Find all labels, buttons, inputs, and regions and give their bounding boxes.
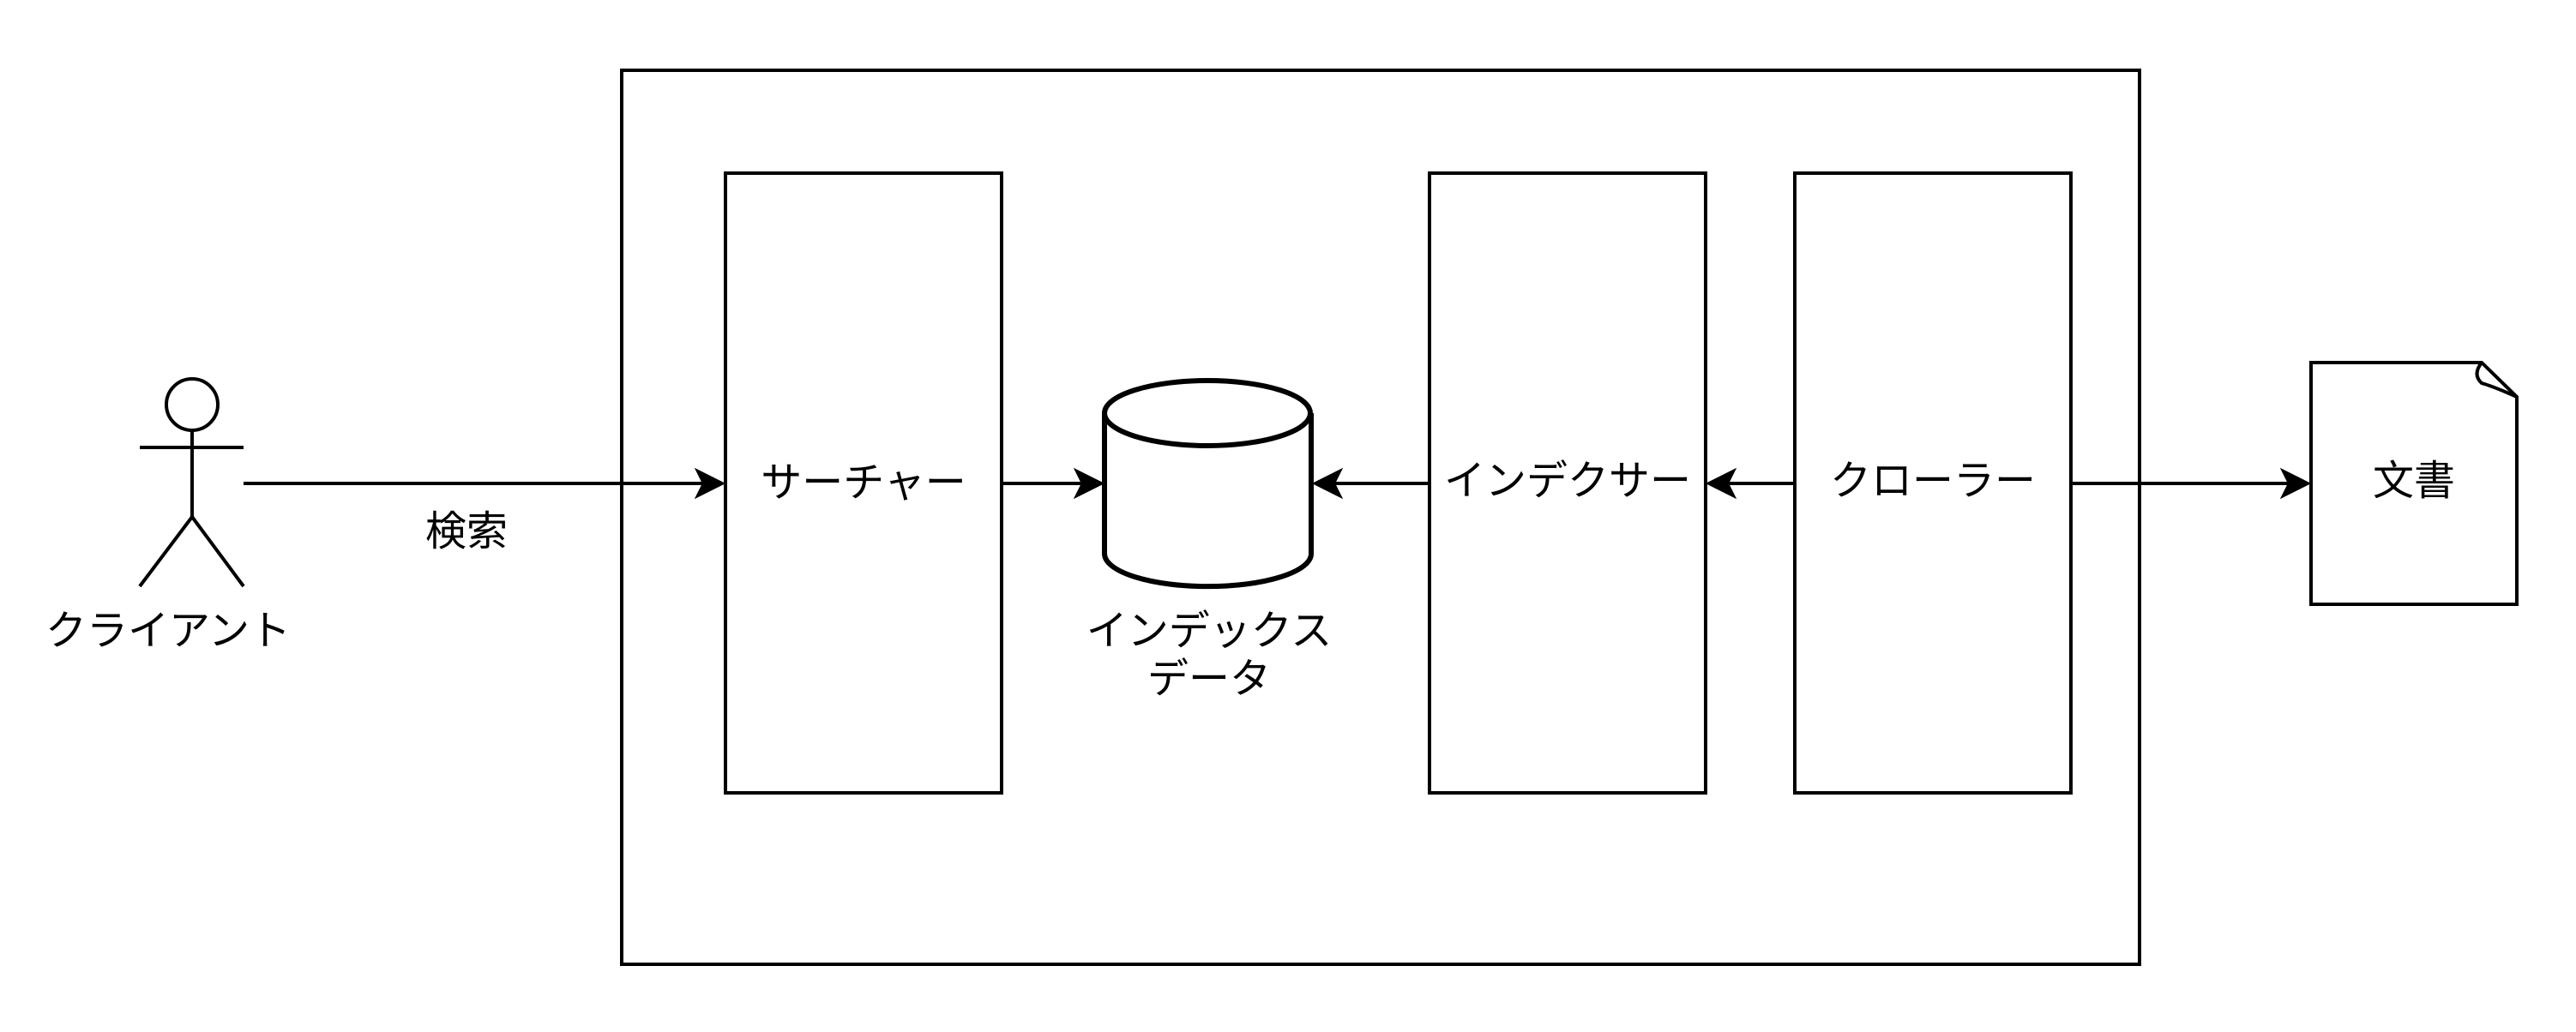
edge-arrowhead bbox=[1311, 467, 1344, 500]
index-data-store: インデックス データ bbox=[1086, 378, 1333, 703]
document-label: 文書 bbox=[2373, 457, 2455, 505]
index-data-label-line2: データ bbox=[1147, 655, 1271, 703]
searcher-box bbox=[724, 171, 1003, 795]
actor-label: クライアント bbox=[45, 607, 291, 655]
document-fold bbox=[2475, 361, 2518, 399]
crawler-box bbox=[1793, 171, 2073, 795]
edge-crawler-to-document bbox=[2071, 467, 2312, 500]
actor-left-leg bbox=[138, 515, 194, 588]
crawler-component: クローラー bbox=[1793, 171, 2073, 795]
indexer-component: インデクサー bbox=[1428, 171, 1707, 795]
search-edge-label: 検索 bbox=[425, 507, 508, 555]
index-data-label-line1: インデックス bbox=[1086, 607, 1333, 655]
document-shape bbox=[2309, 361, 2519, 606]
client-actor: クライアント bbox=[45, 377, 291, 655]
edge-crawler-to-indexer bbox=[1705, 467, 1795, 500]
edge-indexer-to-index bbox=[1311, 467, 1429, 500]
actor-right-leg bbox=[190, 515, 245, 588]
searcher-component: サーチャー bbox=[724, 171, 1003, 795]
search-edge-arrowhead bbox=[694, 467, 726, 500]
crawler-label: クローラー bbox=[1830, 457, 2036, 505]
cylinder-top bbox=[1102, 378, 1313, 448]
cylinder-body bbox=[1102, 413, 1314, 590]
indexer-box bbox=[1428, 171, 1707, 795]
actor-head bbox=[165, 377, 220, 432]
edge-arrowhead bbox=[1705, 467, 1737, 500]
edge-client-to-searcher: 検索 bbox=[244, 467, 726, 555]
searcher-label: サーチャー bbox=[761, 459, 966, 507]
document-node: 文書 bbox=[2309, 361, 2519, 606]
edge-arrowhead bbox=[1073, 467, 1105, 500]
edge-arrowhead bbox=[2279, 467, 2312, 500]
edge-searcher-to-index bbox=[1002, 467, 1105, 500]
indexer-label: インデクサー bbox=[1444, 457, 1691, 505]
